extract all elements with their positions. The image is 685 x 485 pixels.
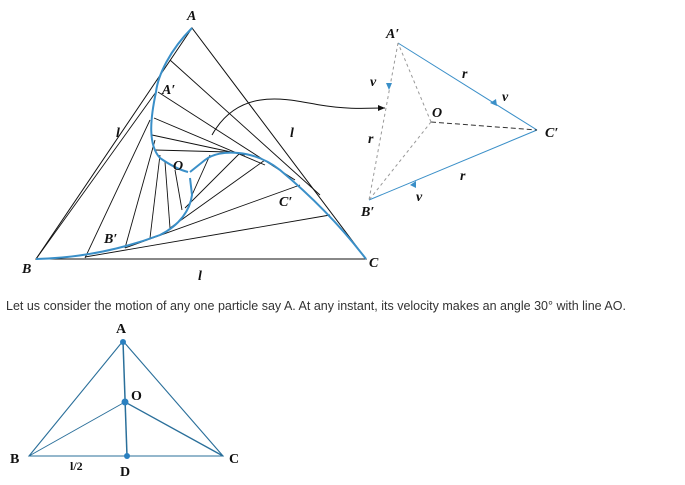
half-side-label: l/2	[70, 459, 83, 473]
label-v-bottom: v	[416, 190, 423, 205]
explanation-text: Let us consider the motion of any one pa…	[6, 299, 626, 313]
vertex-label-a: A	[186, 9, 196, 24]
label-b-prime: B′	[360, 205, 374, 220]
label-o: O	[173, 159, 183, 174]
point-d	[124, 453, 130, 459]
point-o	[121, 398, 129, 406]
side-label-bottom: l	[198, 269, 202, 284]
side-label-left: l	[116, 126, 120, 141]
label-a-prime: A′	[385, 27, 399, 42]
zoom-arrow	[211, 98, 386, 136]
line-o-b	[28, 401, 126, 457]
side-c-b	[368, 129, 538, 201]
point-a	[120, 339, 126, 345]
vertex-label-c: C	[369, 256, 379, 271]
pursuit-triangle-figure: A B C A′ B′ C′ O l l l	[21, 9, 386, 284]
label-b-prime: B′	[103, 232, 117, 247]
label-o: O	[131, 389, 142, 404]
label-a-prime: A′	[161, 83, 175, 98]
vertex-label-c: C	[229, 452, 239, 467]
vertex-label-b: B	[10, 452, 19, 467]
label-d: D	[120, 465, 130, 480]
spiral-paths	[35, 27, 367, 260]
centroid-triangle-figure: A B C O D l/2	[10, 322, 239, 480]
label-r-bottom: r	[460, 169, 466, 184]
vertex-label-a: A	[116, 322, 127, 337]
side-a-c	[397, 42, 538, 131]
label-o: O	[432, 106, 442, 121]
label-r-top: r	[462, 67, 468, 82]
enlarged-triangle-figure: A′ B′ C′ O r r r v v v	[360, 27, 558, 220]
outer-triangle	[35, 27, 368, 260]
label-c-prime: C′	[545, 126, 558, 141]
line-o-c	[430, 121, 538, 131]
line-o-b	[368, 121, 432, 201]
line-o-c	[124, 401, 224, 457]
vertex-label-b: B	[21, 262, 31, 277]
velocity-arrowheads	[386, 83, 497, 188]
side-a-b	[368, 42, 399, 201]
label-c-prime: C′	[279, 195, 292, 210]
side-label-right: l	[290, 126, 294, 141]
label-r-left: r	[368, 132, 374, 147]
label-v-top: v	[502, 90, 509, 105]
label-v-left: v	[370, 75, 377, 90]
line-o-a	[397, 42, 432, 123]
